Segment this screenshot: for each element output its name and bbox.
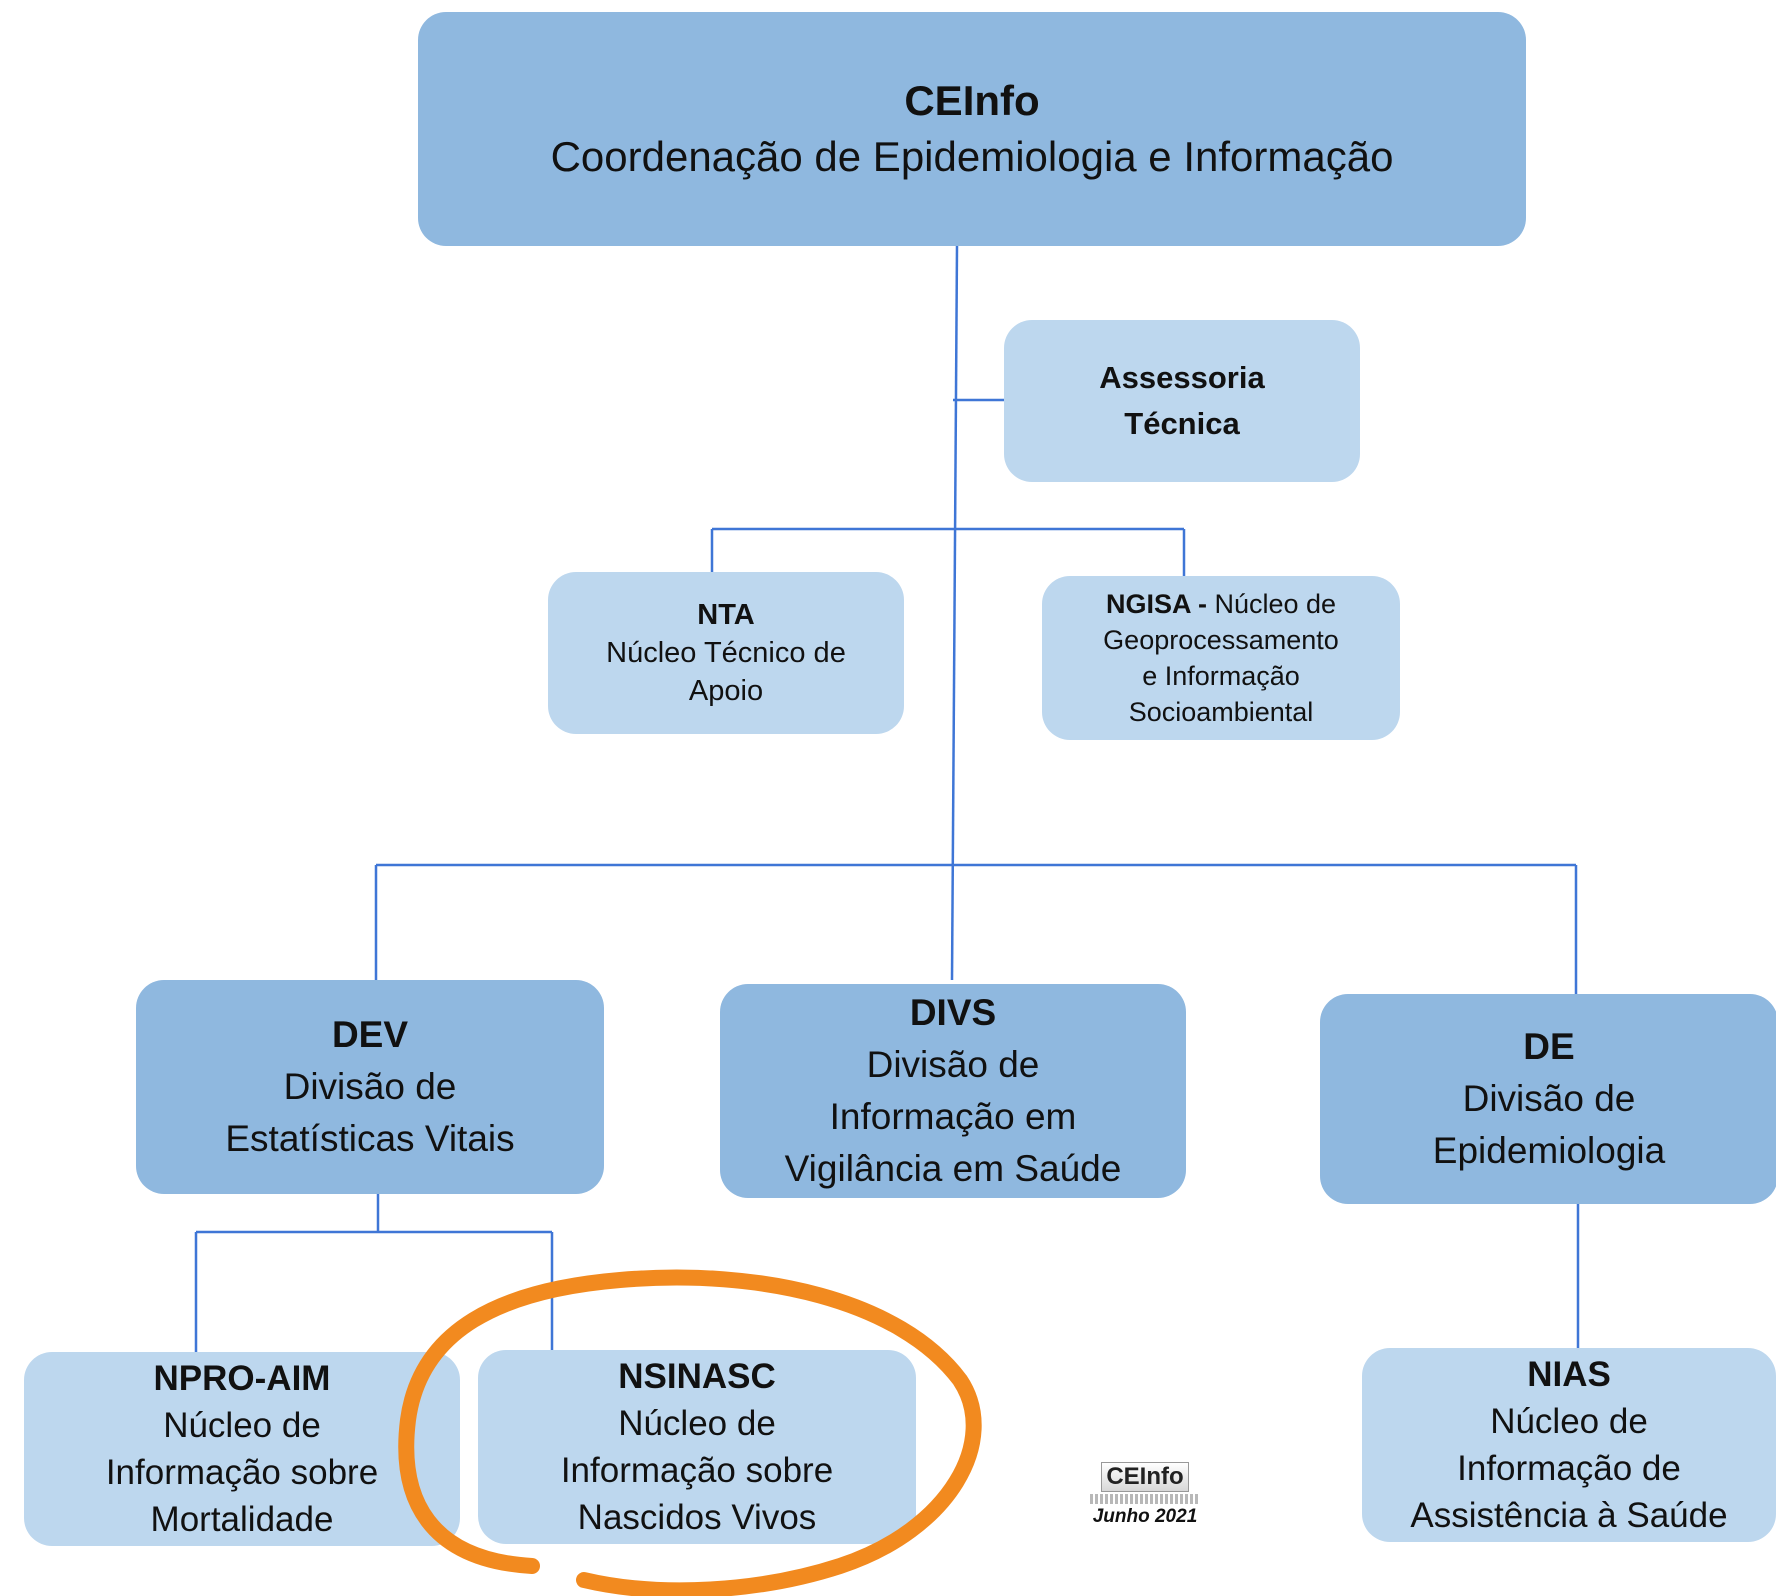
npro-aim-line1: Núcleo de [163,1406,321,1445]
nias-line2: Informação de [1457,1449,1681,1488]
divs-box: DIVS Divisão de Informação em Vigilância… [720,984,1186,1198]
ngisa-line4: Socioambiental [1128,697,1314,727]
dev-line1: Divisão de [283,1066,457,1107]
ceinfo-fullname: Coordenação de Epidemiologia e Informaçã… [550,133,1394,180]
divs-line3: Vigilância em Saúde [784,1148,1122,1189]
npro-aim-box: NPRO-AIM Núcleo de Informação sobre Mort… [24,1352,460,1546]
nias-line3: Assistência à Saúde [1410,1496,1728,1535]
nias-box: NIAS Núcleo de Informação de Assistência… [1362,1348,1776,1542]
de-abbr: DE [1523,1026,1575,1067]
ceinfo-abbr: CEInfo [904,77,1040,124]
nsinasc-line3: Nascidos Vivos [577,1498,817,1537]
ceinfo-logo: CEInfo Junho 2021 [1080,1462,1210,1528]
divs-abbr: DIVS [909,992,997,1033]
nsinasc-abbr: NSINASC [618,1357,776,1396]
logo-text: CEInfo [1101,1462,1189,1492]
ngisa-box: NGISA - Núcleo de Geoprocessamento e Inf… [1042,576,1400,740]
assessoria-line1: Assessoria [1099,360,1265,395]
nias-line1: Núcleo de [1490,1402,1648,1441]
dev-box: DEV Divisão de Estatísticas Vitais [136,980,604,1194]
de-line2: Epidemiologia [1432,1130,1666,1171]
highlight-circle [398,1269,982,1596]
assessoria-line2: Técnica [1124,406,1240,441]
npro-aim-abbr: NPRO-AIM [153,1359,331,1398]
ngisa-line1: NGISA - Núcleo de [1106,586,1336,622]
logo-date: Junho 2021 [1092,1506,1198,1527]
nias-abbr: NIAS [1527,1355,1611,1394]
nsinasc-box: NSINASC Núcleo de Informação sobre Nasci… [478,1350,916,1544]
nsinasc-line1: Núcleo de [618,1404,776,1443]
ceinfo-box: CEInfo Coordenação de Epidemiologia e In… [418,12,1526,246]
npro-aim-line3: Mortalidade [150,1500,334,1539]
ngisa-abbr: NGISA - [1105,589,1207,619]
nta-abbr: NTA [697,599,755,631]
npro-aim-line2: Informação sobre [105,1453,379,1492]
dev-abbr: DEV [331,1014,409,1055]
dev-line2: Estatísticas Vitais [225,1118,515,1159]
logo-subtitle-graphic [1090,1494,1200,1504]
divs-line1: Divisão de [866,1044,1040,1085]
trunk-line [950,245,959,981]
ngisa-line2: Geoprocessamento [1103,625,1339,655]
nsinasc-line2: Informação sobre [560,1451,834,1490]
nta-line2: Apoio [688,675,764,707]
ngisa-line3: e Informação [1142,661,1300,691]
nta-line1: Núcleo Técnico de [606,637,846,669]
de-line1: Divisão de [1462,1078,1636,1119]
assessoria-box: Assessoria Técnica [1004,320,1360,482]
de-box: DE Divisão de Epidemiologia [1320,994,1776,1204]
nta-box: NTA Núcleo Técnico de Apoio [548,572,904,734]
divs-line2: Informação em [829,1096,1077,1137]
ngisa-line1-rest: Núcleo de [1206,589,1337,619]
